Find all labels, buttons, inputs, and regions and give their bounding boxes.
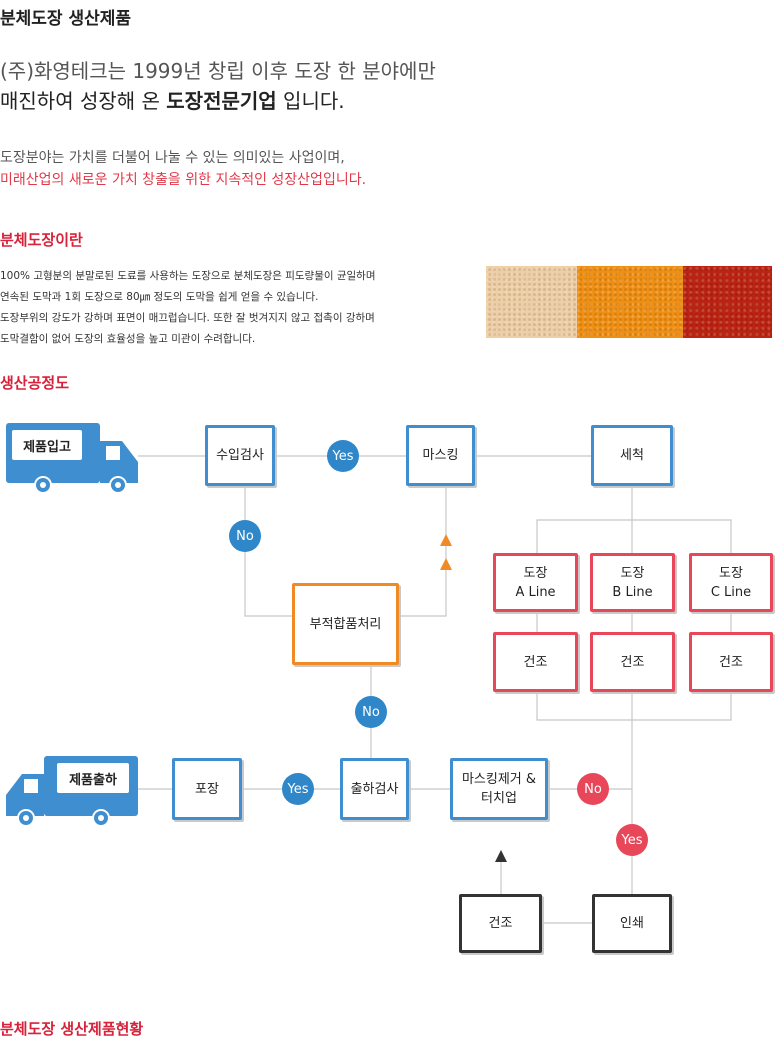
node-paint-a: 도장 A Line [493, 553, 578, 612]
intro-line-2-end: 입니다. [276, 89, 345, 113]
powder-swatch-orange [577, 266, 683, 338]
powder-coating-description: 100% 고형분의 분말로된 도료를 사용하는 도장으로 분체도장은 피도량물이… [0, 266, 376, 350]
node-inspect-out: 출하검사 [340, 758, 409, 820]
node-print: 인쇄 [592, 894, 672, 953]
arrow-up-icon [440, 534, 452, 546]
arrow-up-icon [440, 558, 452, 570]
description-line: 도막결함이 없어 도장의 효율성을 높고 미관이 수려합니다. [0, 333, 256, 345]
node-paint-b: 도장 B Line [590, 553, 675, 612]
node-dry-b: 건조 [590, 632, 675, 692]
section-heading-powder-coating: 분체도장이란 [0, 231, 83, 249]
badge-yes: Yes [282, 773, 314, 805]
description-line: 100% 고형분의 분말로된 도료를 사용하는 도장으로 분체도장은 피도량물이… [0, 270, 376, 282]
node-masking: 마스킹 [406, 425, 475, 486]
badge-no: No [229, 520, 261, 552]
intro-line-1: (주)화영테크는 1999년 창립 이후 도장 한 분야에만 [0, 59, 436, 83]
node-demask-touchup: 마스킹제거 & 터치업 [450, 758, 548, 820]
section-heading-process-flow: 생산공정도 [0, 374, 70, 392]
node-dry-a: 건조 [493, 632, 578, 692]
intro-emphasis: 도장전문기업 [166, 89, 277, 113]
node-wash: 세척 [591, 425, 673, 486]
powder-swatch-red [683, 266, 772, 338]
node-reject: 부적합품처리 [292, 583, 399, 665]
intro-line-2-text: 매진하여 성장해 온 [0, 89, 167, 113]
intro-line-2: 매진하여 성장해 온 도장전문기업 입니다. [0, 86, 345, 116]
sub-line-2: 미래산업의 새로운 가치 창출을 위한 지속적인 성장산업입니다. [0, 172, 367, 188]
node-receive: 제품입고 [12, 430, 82, 460]
node-paint-c: 도장 C Line [689, 553, 773, 612]
node-dry-final: 건조 [459, 894, 542, 953]
badge-yes: Yes [327, 440, 359, 472]
badge-no: No [355, 696, 387, 728]
section-heading-product-status: 분체도장 생산제품현황 [0, 1020, 144, 1038]
badge-no: No [577, 773, 609, 805]
arrow-up-icon [495, 850, 507, 862]
description-line: 연속된 도막과 1회 도장으로 80㎛ 정도의 도막을 쉽게 얻을 수 있습니다… [0, 291, 319, 303]
node-inspect-in: 수입검사 [205, 425, 275, 486]
page-title: 분체도장 생산제품 [0, 9, 132, 29]
badge-yes: Yes [616, 824, 648, 856]
node-pack: 포장 [172, 758, 242, 820]
node-ship: 제품출하 [57, 763, 129, 793]
node-dry-c: 건조 [689, 632, 773, 692]
powder-swatch-beige [486, 266, 577, 338]
description-line: 도장부위의 강도가 강하며 표면이 매끄럽습니다. 또한 잘 벗겨지지 않고 접… [0, 312, 375, 324]
sub-line-1: 도장분야는 가치를 더불어 나눌 수 있는 의미있는 사업이며, [0, 150, 345, 166]
